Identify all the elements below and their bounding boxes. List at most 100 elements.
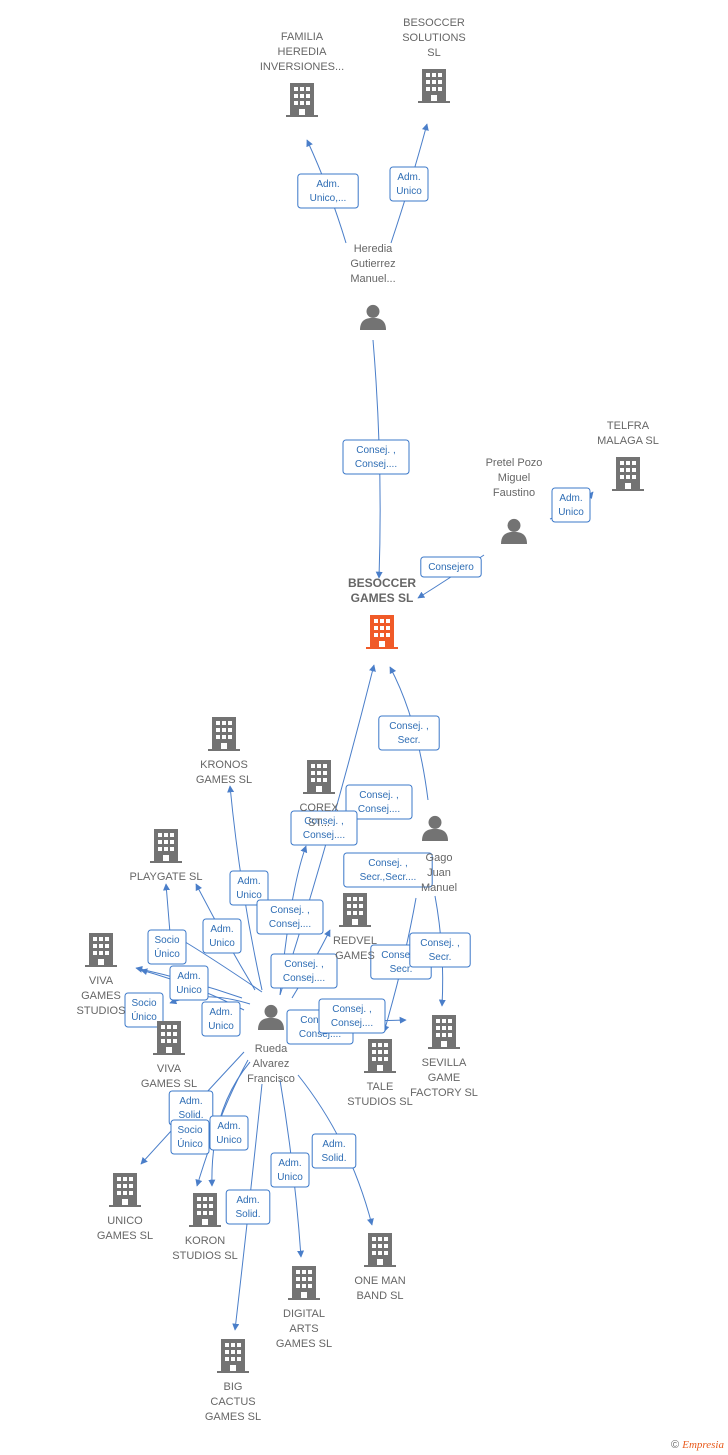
relation-label-r-rue-oneman[interactable]: Adm.Solid. <box>311 1133 357 1169</box>
node-label-line: MALAGA SL <box>597 435 659 447</box>
node-heredia[interactable]: HerediaGutierrezManuel... <box>350 243 396 330</box>
relation-text: Consejero <box>428 562 474 573</box>
node-label-line: GAMES <box>335 950 375 962</box>
company-icon <box>428 1015 460 1049</box>
node-label-line: Miguel <box>498 472 530 484</box>
node-label-line: SL <box>427 47 440 59</box>
relation-label-r-rue-unico[interactable]: Adm.Solid. <box>168 1090 214 1126</box>
brand-initial: E <box>682 1439 689 1451</box>
relation-text: Consej.... <box>269 919 311 930</box>
relation-text: Secr. <box>398 735 421 746</box>
relation-label-r-pre-main[interactable]: Consejero <box>420 556 482 578</box>
node-playgate[interactable]: PLAYGATE SL <box>130 829 203 883</box>
relation-text: Consej.... <box>358 804 400 815</box>
relation-text: Adm. <box>179 1096 202 1107</box>
relation-label-r-rue-main[interactable]: Consej. , Consej.... <box>345 784 413 820</box>
node-label-line: HEREDIA <box>278 46 328 58</box>
relation-label-r-rue-cactus[interactable]: Adm.Solid. <box>225 1189 271 1225</box>
relation-text: Adm. <box>316 179 339 190</box>
node-label-line: Gutierrez <box>350 258 395 270</box>
relation-text: Adm. <box>177 971 200 982</box>
relation-label-r-pre-tel[interactable]: Adm.Unico <box>551 487 591 523</box>
relation-box <box>170 1119 210 1155</box>
relation-text: Unico <box>277 1172 303 1183</box>
node-label-line: INVERSIONES... <box>260 61 344 73</box>
company-icon <box>286 83 318 117</box>
relation-box <box>229 870 269 906</box>
relation-label-r-rue-x2[interactable]: Consej. ,Consej.... <box>270 953 338 989</box>
relation-text: Consej. , <box>332 1004 371 1015</box>
node-label-line: VIVA <box>89 975 114 987</box>
relation-text: Consej. , <box>359 790 398 801</box>
company-icon <box>150 829 182 863</box>
relation-label-r-rue-kronos[interactable]: Adm.Unico <box>229 870 269 906</box>
relation-text: Unico,... <box>310 193 347 204</box>
company-icon <box>364 1039 396 1073</box>
relation-box <box>124 992 164 1028</box>
relation-label-r-rue-playgate[interactable]: Adm.Unico <box>202 918 242 954</box>
relation-label-r-her-bes[interactable]: Adm.Unico <box>389 166 429 202</box>
relation-label-r-rue-viva2[interactable]: Adm.Unico <box>169 965 209 1001</box>
relation-box <box>225 1189 271 1225</box>
relation-label-r-rue-koron2[interactable]: Adm.Unico <box>209 1115 249 1151</box>
node-label-line: BESOCCER <box>403 17 465 29</box>
relation-box <box>147 929 187 965</box>
relation-label-r-rue-sev[interactable]: Consej. ,Consej.... <box>318 998 386 1034</box>
node-label-line: STUDIOS SL <box>172 1250 237 1262</box>
relation-label-r-gago-main[interactable]: Consej. ,Secr. <box>378 715 440 751</box>
relation-label-r-her-main[interactable]: Consej. ,Consej.... <box>342 439 410 475</box>
company-icon <box>153 1021 185 1055</box>
relation-box <box>256 899 324 935</box>
relation-text: Adm. <box>236 1195 259 1206</box>
relation-text: Consej. , <box>368 858 407 869</box>
relation-text: Consej.... <box>299 1029 341 1040</box>
node-label-line: VIVA <box>157 1063 182 1075</box>
relation-text: Consej.... <box>303 830 345 841</box>
node-label-line: Alvarez <box>253 1058 290 1070</box>
relation-label-r-rue-digital[interactable]: Adm.Unico <box>270 1152 310 1188</box>
relation-label-r-gago-sev[interactable]: Consej. ,Secr. <box>409 932 471 968</box>
company-icon <box>217 1339 249 1373</box>
node-familia[interactable]: FAMILIAHEREDIAINVERSIONES... <box>260 31 344 117</box>
node-label-line: ARTS <box>289 1323 318 1335</box>
node-label-line: FACTORY SL <box>410 1087 478 1099</box>
relation-label-r-rue-corex[interactable]: Consej. ,Consej.... <box>290 810 358 846</box>
node-label-line: Pretel Pozo <box>486 457 543 469</box>
relation-text: Socio <box>154 935 179 946</box>
node-corex[interactable]: COREXST... <box>299 760 339 829</box>
relation-text: Consej. , <box>420 938 459 949</box>
node-label-line: CACTUS <box>210 1396 255 1408</box>
relation-label-r-her-fam[interactable]: Adm. Unico,... <box>297 173 359 209</box>
person-icon <box>501 518 527 544</box>
relation-text: Adm. <box>210 924 233 935</box>
person-icon <box>258 1004 284 1030</box>
node-label-line: Heredia <box>354 243 393 255</box>
relation-text: Adm. <box>237 876 260 887</box>
person-icon <box>360 304 386 330</box>
company-icon <box>85 933 117 967</box>
relation-label-r-rue-viva4[interactable]: Adm.Unico <box>201 1001 241 1037</box>
relation-label-r-rue-redvel[interactable]: Consej. ,Consej.... <box>256 899 324 935</box>
relation-label-r-gago-x[interactable]: Consej. ,Secr.,Secr.... <box>343 852 433 888</box>
